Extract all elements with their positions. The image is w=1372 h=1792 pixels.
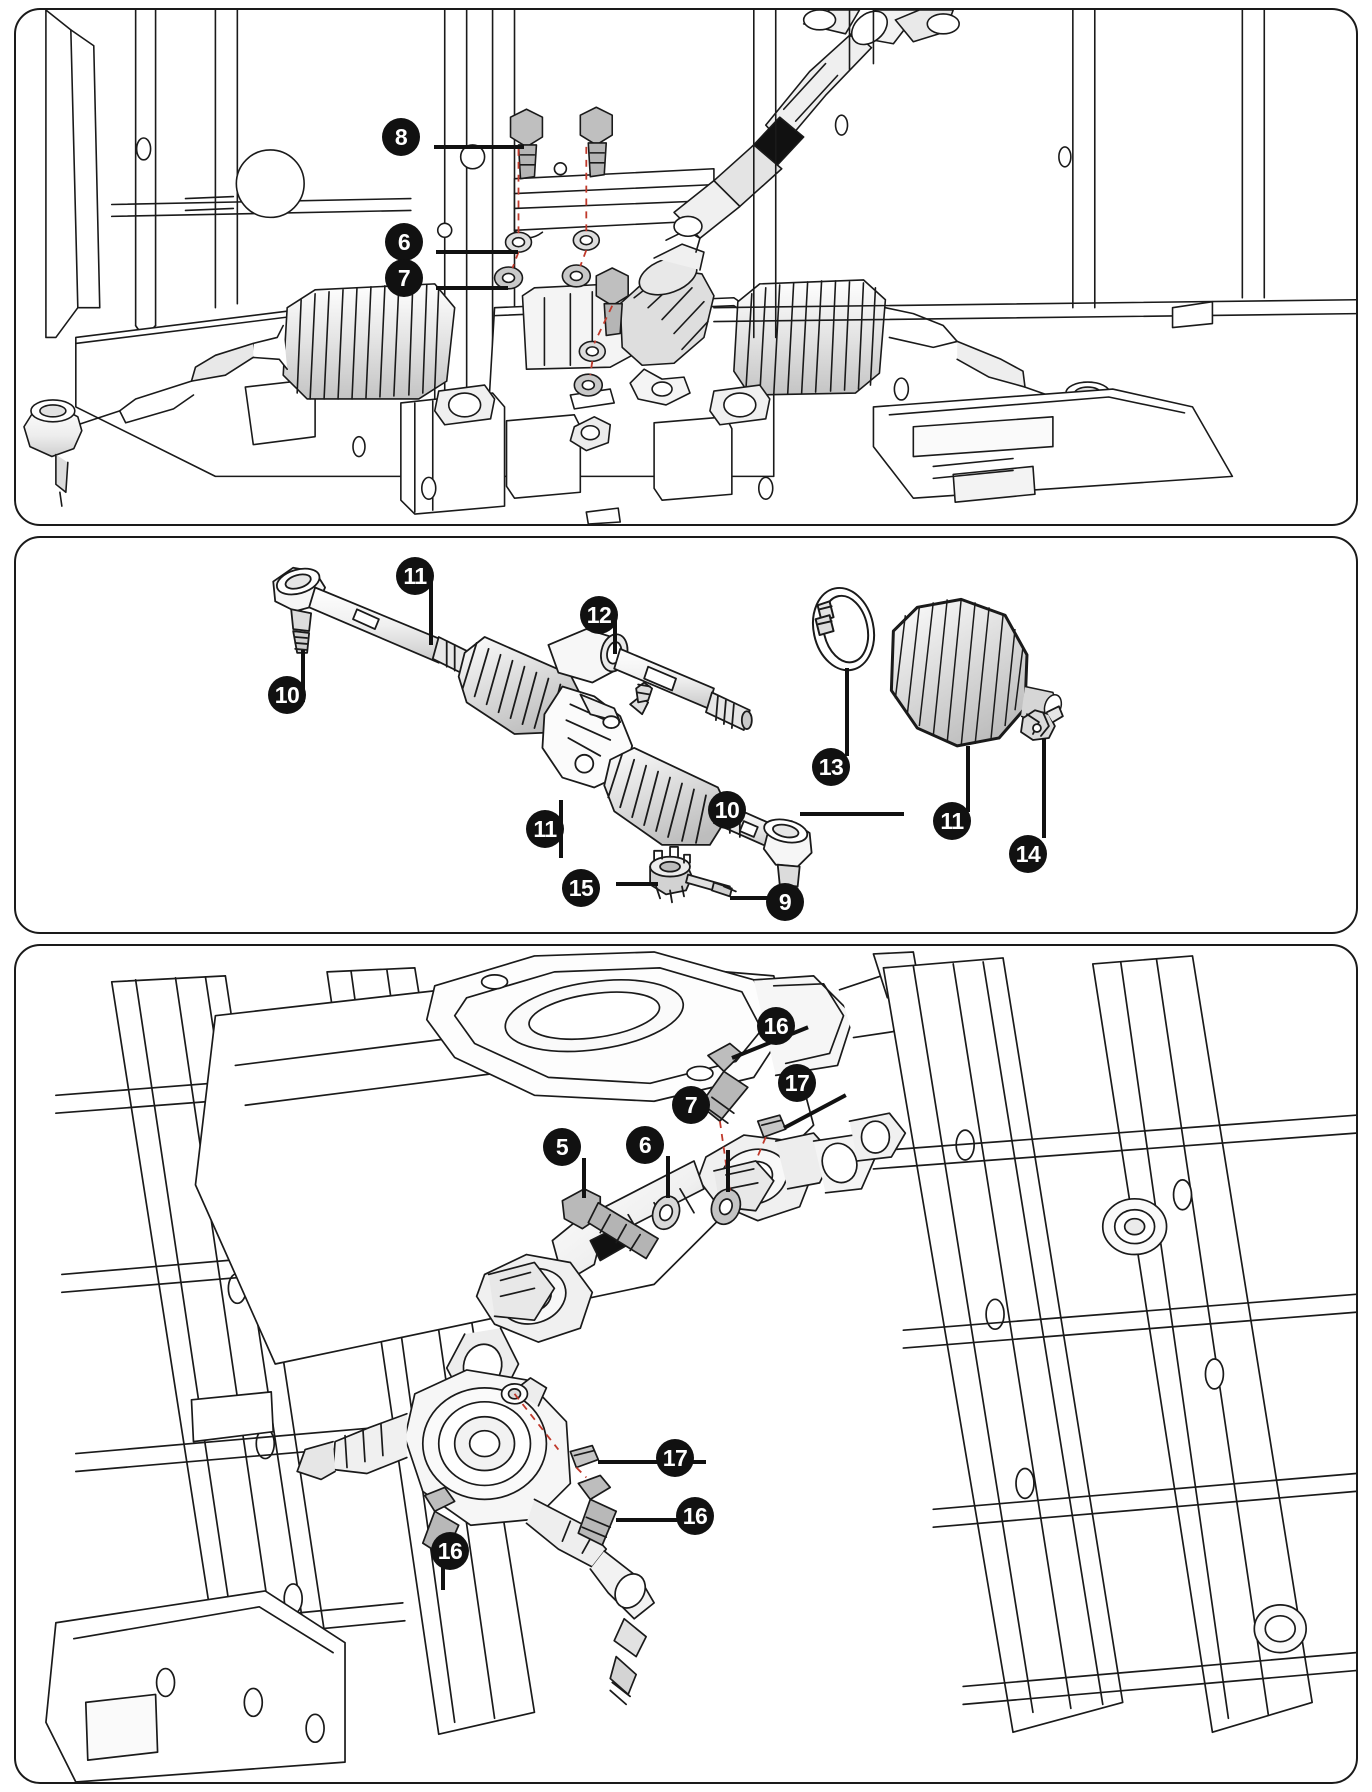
- leader-line-16c: [441, 1552, 445, 1590]
- callout-17-lower[interactable]: 17: [656, 1439, 694, 1477]
- leader-line-9: [730, 896, 784, 900]
- leader-line-6: [436, 250, 518, 254]
- callout-16-lower-left[interactable]: 16: [431, 1532, 469, 1570]
- callout-11-top[interactable]: 11: [396, 557, 434, 595]
- panel-front-steering-rack: [14, 8, 1358, 526]
- callout-11-lower[interactable]: 11: [526, 810, 564, 848]
- leader-line-11c: [966, 746, 970, 812]
- callout-16-upper[interactable]: 16: [757, 1007, 795, 1045]
- leader-line-16b: [616, 1518, 706, 1522]
- callout-5[interactable]: 5: [543, 1128, 581, 1166]
- callout-11-spare-boot[interactable]: 11: [933, 802, 971, 840]
- callout-16-lower-right[interactable]: 16: [676, 1497, 714, 1535]
- alignment-dashed-lines: [511, 146, 614, 376]
- callout-7-panel3[interactable]: 7: [672, 1086, 710, 1124]
- callout-17-upper[interactable]: 17: [778, 1064, 816, 1102]
- leader-line-10a: [301, 650, 305, 702]
- panel-2-artwork: [272, 566, 1064, 910]
- leader-line-15: [616, 882, 658, 886]
- callout-10-lower[interactable]: 10: [708, 791, 746, 829]
- callout-15[interactable]: 15: [562, 869, 600, 907]
- leader-line-13: [845, 668, 849, 756]
- leader-line-17b: [598, 1460, 706, 1464]
- panel-3-artwork: [45, 951, 1356, 1782]
- callout-9[interactable]: 9: [766, 883, 804, 921]
- leader-line-5: [582, 1158, 586, 1198]
- leader-line-10b: [800, 812, 904, 816]
- leader-line-8: [434, 145, 524, 149]
- leader-line-6-panel3: [666, 1156, 670, 1198]
- leader-line-11a: [429, 580, 433, 645]
- panel-rack-components: [14, 536, 1358, 934]
- panel-steering-column-shaft: [14, 944, 1358, 1784]
- callout-12[interactable]: 12: [580, 596, 618, 634]
- leader-line-7-panel3: [726, 1150, 730, 1192]
- callout-13[interactable]: 13: [812, 748, 850, 786]
- leader-line-12: [613, 618, 617, 654]
- callout-7-panel1[interactable]: 7: [385, 259, 423, 297]
- leader-line-7: [436, 286, 508, 290]
- callout-10-upper[interactable]: 10: [268, 676, 306, 714]
- panel-1-artwork: [23, 10, 1356, 524]
- leader-line-14: [1042, 738, 1046, 838]
- callout-6-panel3[interactable]: 6: [626, 1126, 664, 1164]
- callout-6-panel1[interactable]: 6: [385, 223, 423, 261]
- callout-14[interactable]: 14: [1009, 835, 1047, 873]
- callout-8[interactable]: 8: [382, 118, 420, 156]
